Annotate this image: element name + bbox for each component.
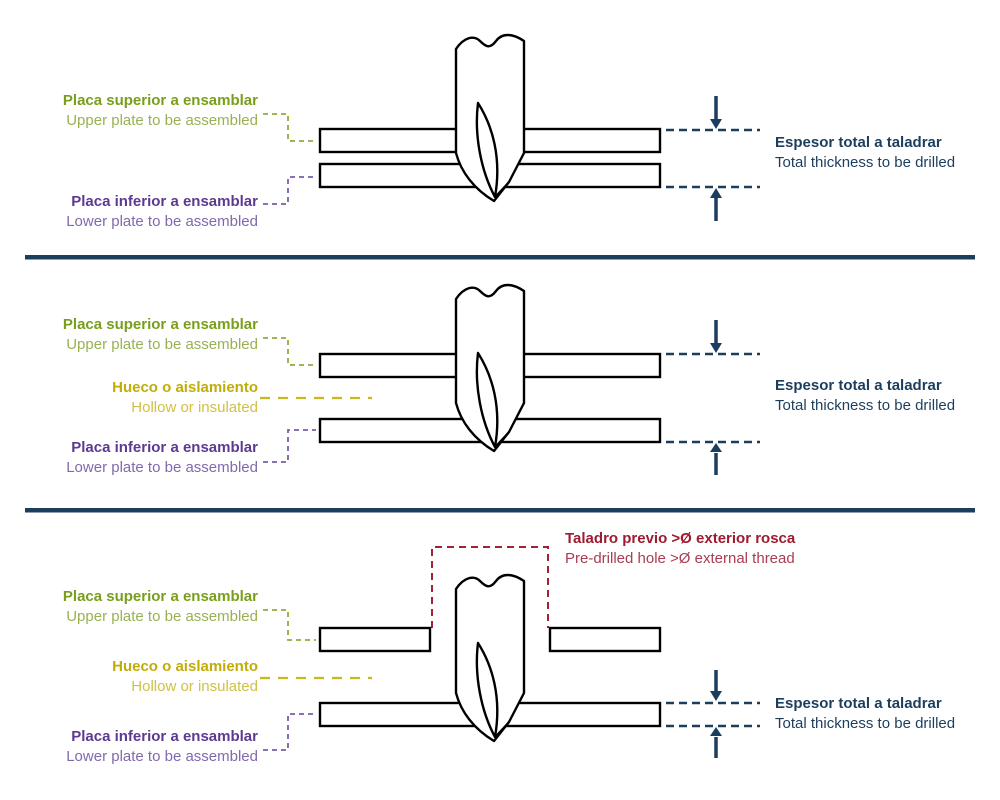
hollow-label-en: Hollow or insulated bbox=[131, 678, 258, 695]
predrill-label-en: Pre-drilled hole >Ø external thread bbox=[565, 550, 795, 567]
lower-plate-label-en: Lower plate to be assembled bbox=[66, 748, 258, 765]
lower-plate-label-en: Lower plate to be assembled bbox=[66, 459, 258, 476]
predrill-label-panel3: Taladro previo >Ø exterior rosca Pre-dri… bbox=[565, 529, 795, 569]
lower-plate-label-panel3: Placa inferior a ensamblar Lower plate t… bbox=[66, 727, 258, 767]
thickness-arrows bbox=[710, 96, 722, 221]
upper-plate-label-en: Upper plate to be assembled bbox=[66, 608, 258, 625]
panel-2 bbox=[260, 283, 760, 475]
upper-plate-connector bbox=[263, 609, 316, 641]
thickness-label-panel2: Espesor total a taladrar Total thickness… bbox=[775, 376, 955, 416]
panel-1 bbox=[263, 33, 760, 221]
lower-plate-connector bbox=[263, 713, 316, 751]
lower-plate-label-panel2: Placa inferior a ensamblar Lower plate t… bbox=[66, 438, 258, 478]
thickness-arrows bbox=[710, 320, 722, 475]
hollow-label-es: Hueco o aislamiento bbox=[112, 379, 258, 396]
thickness-label-es: Espesor total a taladrar bbox=[775, 695, 942, 712]
upper-plate-label-en: Upper plate to be assembled bbox=[66, 112, 258, 129]
thickness-arrows bbox=[710, 670, 722, 758]
hollow-label-panel3: Hueco o aislamiento Hollow or insulated bbox=[112, 657, 258, 697]
upper-plate-connector bbox=[263, 337, 316, 366]
thickness-label-en: Total thickness to be drilled bbox=[775, 154, 956, 171]
hollow-label-panel2: Hueco o aislamiento Hollow or insulated bbox=[112, 378, 258, 418]
upper-plate-label-panel1: Placa superior a ensamblar Upper plate t… bbox=[63, 91, 258, 131]
hollow-label-es: Hueco o aislamiento bbox=[112, 658, 258, 675]
upper-plate-right-segment bbox=[548, 626, 662, 653]
thickness-label-en: Total thickness to be drilled bbox=[775, 715, 956, 732]
lower-plate-label-en: Lower plate to be assembled bbox=[66, 213, 258, 230]
upper-plate-label-panel2: Placa superior a ensamblar Upper plate t… bbox=[63, 315, 258, 355]
divider-line-2 bbox=[25, 508, 975, 513]
thickness-label-es: Espesor total a taladrar bbox=[775, 377, 942, 394]
upper-plate-label-es: Placa superior a ensamblar bbox=[62, 588, 258, 605]
lower-plate-label-es: Placa inferior a ensamblar bbox=[71, 193, 258, 210]
thickness-label-panel3: Espesor total a taladrar Total thickness… bbox=[775, 694, 955, 734]
upper-plate-label-en: Upper plate to be assembled bbox=[66, 336, 258, 353]
divider-line-1 bbox=[25, 255, 975, 260]
upper-plate-label-panel3: Placa superior a ensamblar Upper plate t… bbox=[63, 587, 258, 627]
upper-plate-left-segment bbox=[318, 626, 432, 653]
thickness-label-en: Total thickness to be drilled bbox=[775, 397, 956, 414]
upper-plate-label-es: Placa superior a ensamblar bbox=[62, 316, 258, 333]
hollow-label-en: Hollow or insulated bbox=[131, 399, 258, 416]
thickness-label-panel1: Espesor total a taladrar Total thickness… bbox=[775, 133, 955, 173]
panel-3 bbox=[260, 546, 760, 758]
thickness-label-es: Espesor total a taladrar bbox=[775, 134, 942, 151]
lower-plate-connector bbox=[263, 176, 316, 205]
upper-plate-connector bbox=[263, 113, 316, 142]
lower-plate-label-panel1: Placa inferior a ensamblar Lower plate t… bbox=[66, 192, 258, 232]
lower-plate-label-es: Placa inferior a ensamblar bbox=[71, 728, 258, 745]
predrill-label-es: Taladro previo >Ø exterior rosca bbox=[565, 530, 796, 547]
lower-plate-label-es: Placa inferior a ensamblar bbox=[71, 439, 258, 456]
lower-plate-connector bbox=[263, 429, 316, 463]
upper-plate-label-es: Placa superior a ensamblar bbox=[62, 92, 258, 109]
predrill-hole-outline bbox=[431, 546, 549, 628]
